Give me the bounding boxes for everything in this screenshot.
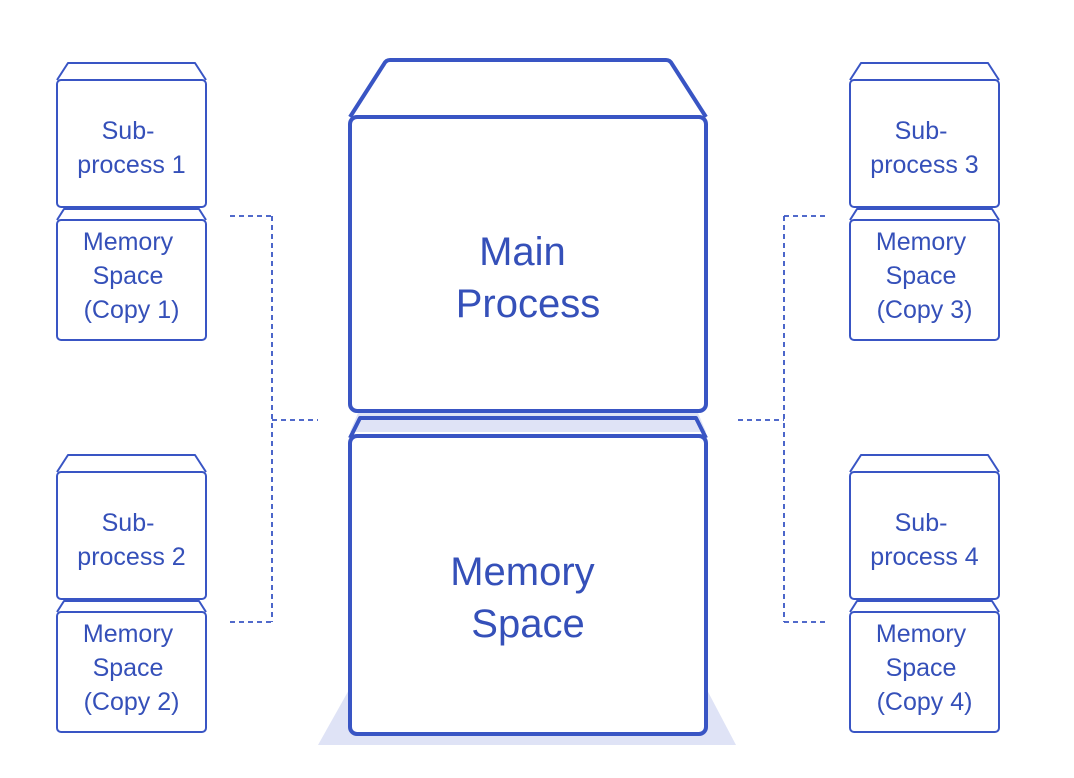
subprocess-3-memory-line-1: Memory [876,228,967,256]
subprocess-2-line-1: Sub- [102,509,155,537]
subprocess-4-memory-line-3: (Copy 4) [877,688,973,716]
subprocess-1-line-2: process 1 [77,151,185,179]
subprocess-2-memory-label: Memory Space (Copy 2) [83,620,180,716]
main-memory-line-2: Space [471,602,584,646]
subprocess-1-memory-line-2: Space [93,262,164,290]
right-connector [738,215,828,623]
subprocess-3-memory-block: Memory Space (Copy 3) [849,208,1000,341]
subprocess-3-memory-label: Memory Space (Copy 3) [876,228,973,324]
main-memory-block: Memory Space [348,416,708,736]
subprocess-1-memory-label: Memory Space (Copy 1) [83,228,180,324]
subprocess-3-memory-line-2: Space [886,262,957,290]
subprocess-1-memory-line-3: (Copy 1) [84,296,180,324]
main-process-block: Main Process [348,58,708,413]
main-process-label: Main Process [456,230,601,326]
main-memory-label: Memory Space [450,550,606,646]
subprocess-4-memory-line-2: Space [886,654,957,682]
subprocess-3-line-1: Sub- [895,117,948,145]
subprocess-2-memory-block: Memory Space (Copy 2) [56,600,207,733]
subprocess-4-memory-label: Memory Space (Copy 4) [876,620,973,716]
subprocess-4-block: Sub- process 4 [849,454,1000,600]
subprocess-1-memory-block: Memory Space (Copy 1) [56,208,207,341]
subprocess-2-label: Sub- process 2 [77,509,185,571]
subprocess-4-memory-block: Memory Space (Copy 4) [849,600,1000,733]
subprocess-3-label: Sub- process 3 [870,117,978,179]
subprocess-3-memory-line-3: (Copy 3) [877,296,973,324]
subprocess-2-line-2: process 2 [77,543,185,571]
subprocess-4-line-1: Sub- [895,509,948,537]
subprocess-1-label: Sub- process 1 [77,117,185,179]
subprocess-2-memory-line-3: (Copy 2) [84,688,180,716]
subprocess-3-block: Sub- process 3 [849,62,1000,208]
subprocess-1-line-1: Sub- [102,117,155,145]
subprocess-4-memory-line-1: Memory [876,620,967,648]
subprocess-2-block: Sub- process 2 [56,454,207,600]
subprocess-4-label: Sub- process 4 [870,509,978,571]
main-process-line-1: Main [479,230,566,274]
subprocess-1-block: Sub- process 1 [56,62,207,208]
subprocess-4-line-2: process 4 [870,543,978,571]
main-memory-line-1: Memory [450,550,594,594]
subprocess-2-memory-line-2: Space [93,654,164,682]
main-process-line-2: Process [456,282,601,326]
subprocess-2-memory-line-1: Memory [83,620,174,648]
left-connector [230,215,318,623]
subprocess-3-line-2: process 3 [870,151,978,179]
subprocess-1-memory-line-1: Memory [83,228,174,256]
